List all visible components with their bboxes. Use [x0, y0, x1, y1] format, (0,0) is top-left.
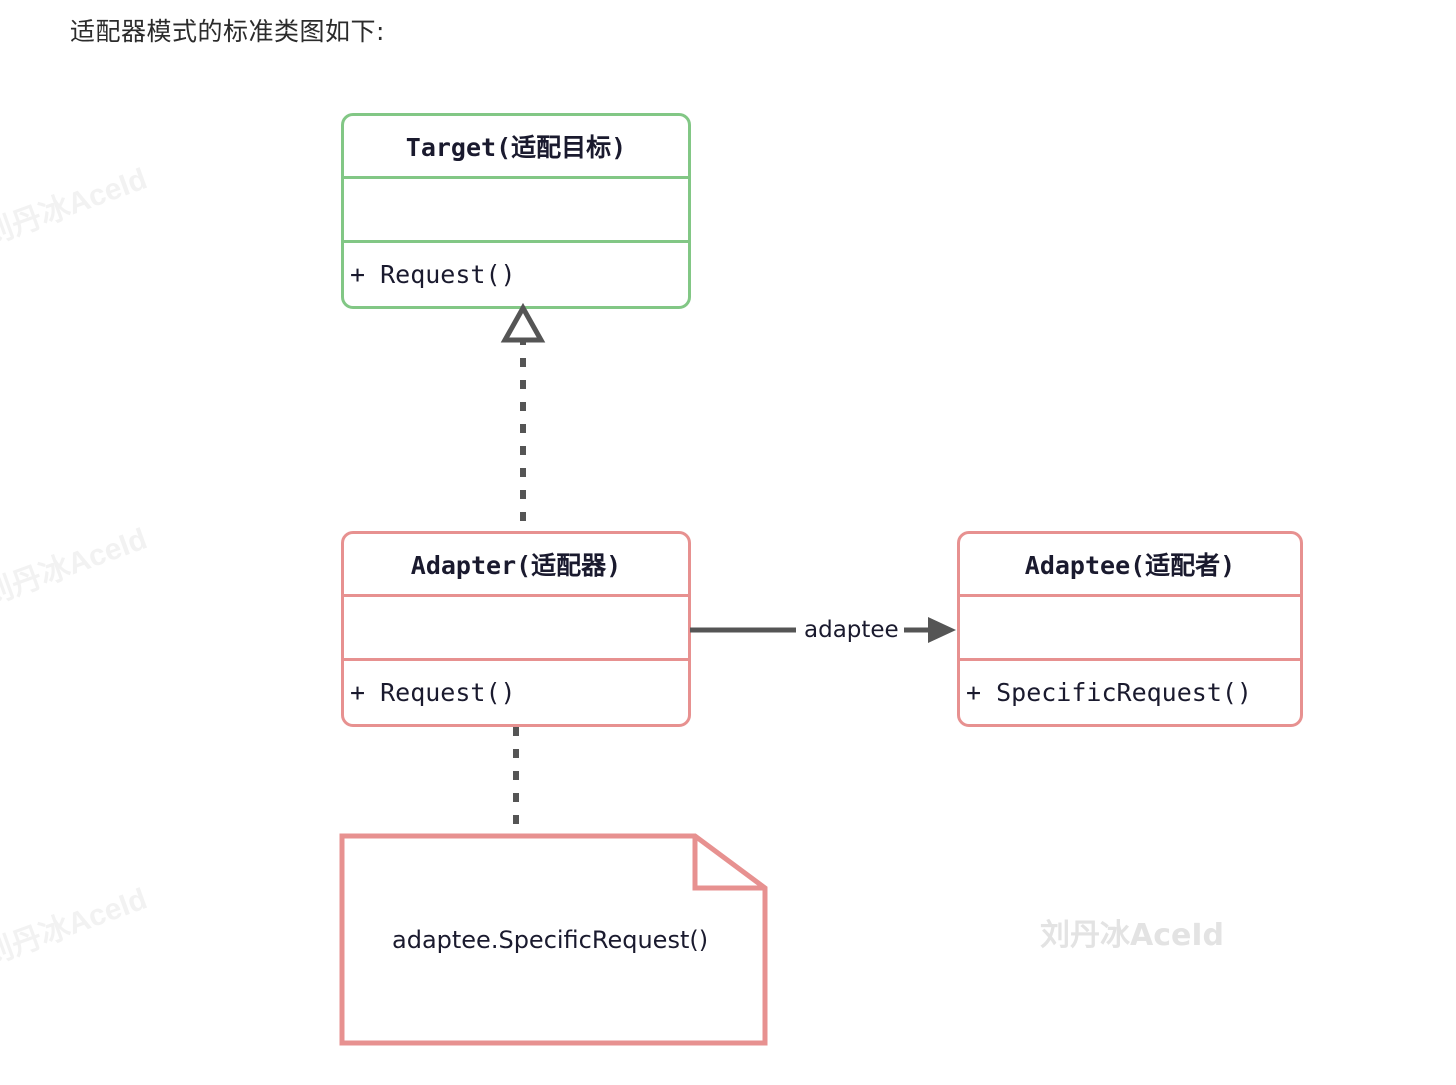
- solid-arrowhead-icon: [928, 617, 956, 643]
- relation-association-adapter-adaptee: [690, 617, 956, 643]
- uml-note-text: adaptee.SpecificRequest(): [392, 926, 709, 954]
- relation-label-adaptee: adaptee: [802, 617, 901, 643]
- uml-class-adaptee[interactable]: Adaptee(适配者) + SpecificRequest(): [957, 531, 1303, 727]
- uml-class-target-operation: + Request(): [350, 260, 516, 289]
- uml-note-adaptee-specificrequest[interactable]: [336, 830, 776, 1055]
- uml-class-adapter-operation: + Request(): [350, 678, 516, 707]
- uml-class-target-title: Target(适配目标): [344, 116, 688, 179]
- watermark-edge-bottom: 刘丹冰AceId: [0, 882, 152, 973]
- uml-class-adapter[interactable]: Adapter(适配器) + Request(): [341, 531, 691, 727]
- uml-class-adapter-title: Adapter(适配器): [344, 534, 688, 597]
- uml-class-target-attributes: [344, 179, 688, 243]
- page-title: 适配器模式的标准类图如下:: [70, 17, 385, 46]
- uml-class-adaptee-operation: + SpecificRequest(): [966, 678, 1252, 707]
- hollow-triangle-arrowhead-icon: [500, 302, 546, 343]
- note-body-shape: [339, 833, 768, 1046]
- uml-class-adaptee-title: Adaptee(适配者): [960, 534, 1300, 597]
- uml-class-adapter-attributes: [344, 597, 688, 661]
- note-folded-corner-icon: [692, 836, 765, 891]
- uml-class-adaptee-attributes: [960, 597, 1300, 661]
- relation-realization-adapter-target: [500, 302, 546, 531]
- uml-class-target[interactable]: Target(适配目标) + Request(): [341, 113, 691, 309]
- watermark-center: 刘丹冰AceId: [1040, 918, 1224, 953]
- watermark-edge-top: 刘丹冰AceId: [0, 162, 152, 253]
- relation-note-anchor: [513, 727, 519, 835]
